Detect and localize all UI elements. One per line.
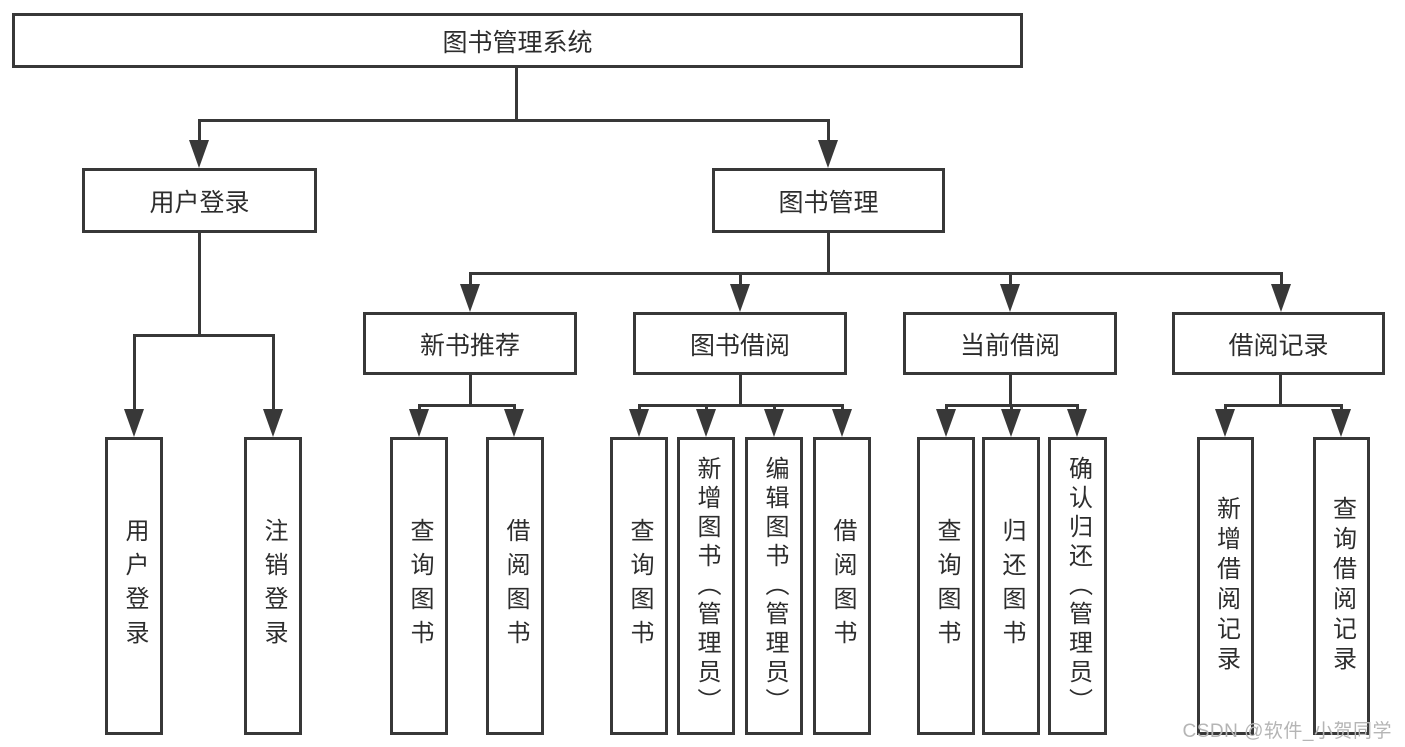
arrowhead <box>189 140 209 168</box>
connector-line <box>418 404 516 407</box>
arrowhead <box>818 140 838 168</box>
leaf-br-query: 查询借阅记录 <box>1313 437 1370 735</box>
leaf-bb-edit: 编辑图书（管理员） <box>745 437 803 735</box>
node-root-label: 图书管理系统 <box>442 28 593 57</box>
connector-line <box>827 231 830 275</box>
leaf-nbr-borrow-label: 借阅图书 <box>502 518 529 654</box>
leaf-bb-edit-label: 编辑图书（管理员） <box>761 455 788 717</box>
leaf-cb-return-label: 归还图书 <box>998 518 1025 654</box>
leaf-bb-add-label: 新增图书（管理员） <box>693 455 720 717</box>
arrowhead <box>730 284 750 312</box>
node-user-login: 用户登录 <box>82 168 317 233</box>
connector-line <box>1224 404 1343 407</box>
leaf-bb-query: 查询图书 <box>610 437 668 735</box>
arrowhead <box>1215 409 1235 437</box>
leaf-cb-query-label: 查询图书 <box>933 518 960 654</box>
leaf-user-login: 用户登录 <box>105 437 163 735</box>
connector-line <box>198 231 201 337</box>
node-borrow-records-label: 借阅记录 <box>1228 331 1329 360</box>
arrowhead <box>764 409 784 437</box>
arrowhead <box>124 409 144 437</box>
connector-line <box>827 119 830 144</box>
node-new-book-rec: 新书推荐 <box>363 312 577 375</box>
connector-line <box>272 334 275 412</box>
arrowhead <box>1000 284 1020 312</box>
arrowhead <box>504 409 524 437</box>
leaf-br-query-label: 查询借阅记录 <box>1328 496 1356 676</box>
arrowhead <box>1067 409 1087 437</box>
node-current-borrow-label: 当前借阅 <box>959 331 1060 360</box>
leaf-cb-query: 查询图书 <box>917 437 975 735</box>
leaf-br-add: 新增借阅记录 <box>1197 437 1254 735</box>
connector-line <box>739 272 742 288</box>
node-book-mgmt: 图书管理 <box>712 168 945 233</box>
arrowhead <box>936 409 956 437</box>
connector-line <box>198 119 201 144</box>
arrowhead <box>1331 409 1351 437</box>
node-new-book-rec-label: 新书推荐 <box>419 331 520 360</box>
connector-line <box>739 373 742 407</box>
connector-line <box>469 272 1283 275</box>
node-book-mgmt-label: 图书管理 <box>778 188 879 217</box>
leaf-bb-add: 新增图书（管理员） <box>677 437 735 735</box>
node-book-borrow-label: 图书借阅 <box>689 331 790 360</box>
connector-line <box>469 373 472 407</box>
connector-line <box>1009 272 1012 288</box>
node-current-borrow: 当前借阅 <box>903 312 1117 375</box>
connector-line <box>1279 373 1282 407</box>
arrowhead <box>1271 284 1291 312</box>
arrowhead <box>409 409 429 437</box>
leaf-logout: 注销登录 <box>244 437 302 735</box>
connector-line <box>198 119 830 122</box>
arrowhead <box>1001 409 1021 437</box>
leaf-logout-label: 注销登录 <box>260 518 287 654</box>
connector-line <box>133 334 136 412</box>
node-user-login-label: 用户登录 <box>149 188 250 217</box>
leaf-bb-query-label: 查询图书 <box>626 518 653 654</box>
node-borrow-records: 借阅记录 <box>1172 312 1385 375</box>
node-book-borrow: 图书借阅 <box>633 312 847 375</box>
arrowhead <box>263 409 283 437</box>
node-root: 图书管理系统 <box>12 13 1023 68</box>
connector-line <box>1280 272 1283 288</box>
leaf-nbr-query-label: 查询图书 <box>406 518 433 654</box>
leaf-cb-return: 归还图书 <box>982 437 1040 735</box>
arrowhead <box>460 284 480 312</box>
leaf-cb-confirm-label: 确认归还（管理员） <box>1064 455 1092 717</box>
connector-line <box>469 272 472 288</box>
leaf-br-add-label: 新增借阅记录 <box>1212 496 1240 676</box>
leaf-bb-borrow: 借阅图书 <box>813 437 871 735</box>
leaf-nbr-query: 查询图书 <box>390 437 448 735</box>
arrowhead <box>832 409 852 437</box>
leaf-nbr-borrow: 借阅图书 <box>486 437 544 735</box>
connector-line <box>515 66 518 122</box>
arrowhead <box>696 409 716 437</box>
leaf-bb-borrow-label: 借阅图书 <box>829 518 856 654</box>
connector-line <box>133 334 275 337</box>
leaf-user-login-label: 用户登录 <box>121 518 148 654</box>
connector-line <box>1009 373 1012 407</box>
connector-line <box>638 404 844 407</box>
arrowhead <box>629 409 649 437</box>
leaf-cb-confirm: 确认归还（管理员） <box>1048 437 1107 735</box>
